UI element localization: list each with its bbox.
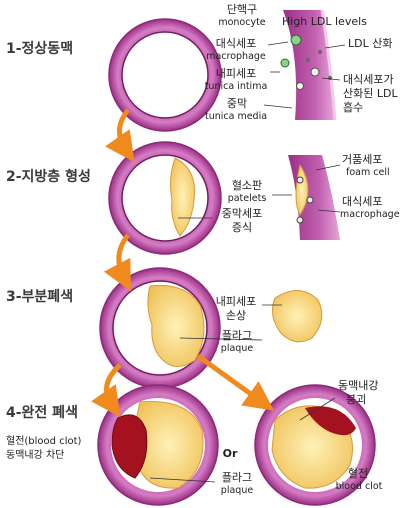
media-label-ko: 중막 bbox=[226, 97, 248, 110]
media-label-en: tunica media bbox=[204, 111, 268, 122]
macrophage2-label-ko: 대식세포 bbox=[342, 195, 383, 208]
rupture-label-1: 동맥내강 bbox=[338, 379, 379, 392]
plaque-label-en: plaque bbox=[220, 343, 254, 354]
clot-label-2: 동맥내강 차단 bbox=[6, 450, 65, 461]
intima-label-en: tunica intima bbox=[204, 81, 268, 92]
intima-strip-2 bbox=[288, 155, 340, 240]
stage-3-label: 3-부분폐색 bbox=[6, 289, 74, 305]
plaque2-label-en: plaque bbox=[220, 485, 254, 496]
stage-4-label: 4-완전 폐색 bbox=[6, 405, 78, 421]
media-proliferation-1: 중막세포 bbox=[221, 207, 263, 220]
artery-normal bbox=[108, 18, 222, 132]
monocyte-label-en: monocyte bbox=[218, 17, 266, 28]
ox-ldl-uptake-2: 산화된 LDL bbox=[343, 87, 398, 100]
plaque2-label-ko: 플라그 bbox=[221, 471, 253, 484]
endothelial-damage-2: 손상 bbox=[225, 309, 247, 322]
platelet-label-en: patelets bbox=[227, 193, 267, 204]
artery-fatty-streak bbox=[108, 141, 222, 255]
media-proliferation-2: 증식 bbox=[231, 221, 253, 234]
arrow-1-to-2 bbox=[105, 108, 135, 163]
rupture-label-2: 붕괴 bbox=[346, 393, 367, 406]
macrophage-label-ko: 대식세포 bbox=[215, 37, 257, 50]
monocyte-label-ko: 단핵구 bbox=[226, 3, 258, 16]
or-label: Or bbox=[222, 447, 238, 460]
ldl-oxidation-label: LDL 산화 bbox=[348, 37, 393, 50]
intima-label-ko: 내피세포 bbox=[215, 67, 257, 80]
plaque-label-ko: 플라그 bbox=[221, 329, 253, 342]
artery-complete-occlusion-clot bbox=[97, 384, 219, 506]
ox-ldl-uptake-1: 대식세포가 bbox=[343, 73, 394, 86]
artery-complete-occlusion-rupture bbox=[254, 384, 376, 506]
stage-1-label: 1-정상동맥 bbox=[6, 41, 74, 57]
foam-cell-label-en: foam cell bbox=[346, 167, 390, 178]
high-ldl-label: High LDL levels bbox=[282, 15, 367, 28]
clot-label-1: 혈전(blood clot) bbox=[6, 436, 82, 447]
arrow-3-to-4a bbox=[91, 363, 122, 418]
clot2-label-ko: 혈전 bbox=[347, 467, 369, 480]
arrow-2-to-3 bbox=[103, 233, 131, 292]
arrow-3-to-4b bbox=[196, 353, 275, 411]
foam-cell-label-ko: 거품세포 bbox=[342, 153, 383, 166]
plaque-closeup-3 bbox=[271, 290, 323, 343]
ox-ldl-uptake-3: 흡수 bbox=[343, 101, 364, 114]
clot2-label-en: blood clot bbox=[335, 481, 383, 492]
macrophage2-label-en: macrophage bbox=[340, 209, 400, 220]
macrophage-label-en: macrophage bbox=[206, 51, 266, 62]
stage-2-label: 2-지방층 형성 bbox=[6, 169, 91, 185]
endothelial-damage-1: 내피세포 bbox=[215, 295, 257, 308]
platelet-label-ko: 혈소판 bbox=[231, 179, 263, 192]
leader-lines bbox=[149, 41, 346, 483]
artery-partial-occlusion bbox=[99, 267, 221, 389]
intima-strip-1 bbox=[280, 9, 337, 121]
